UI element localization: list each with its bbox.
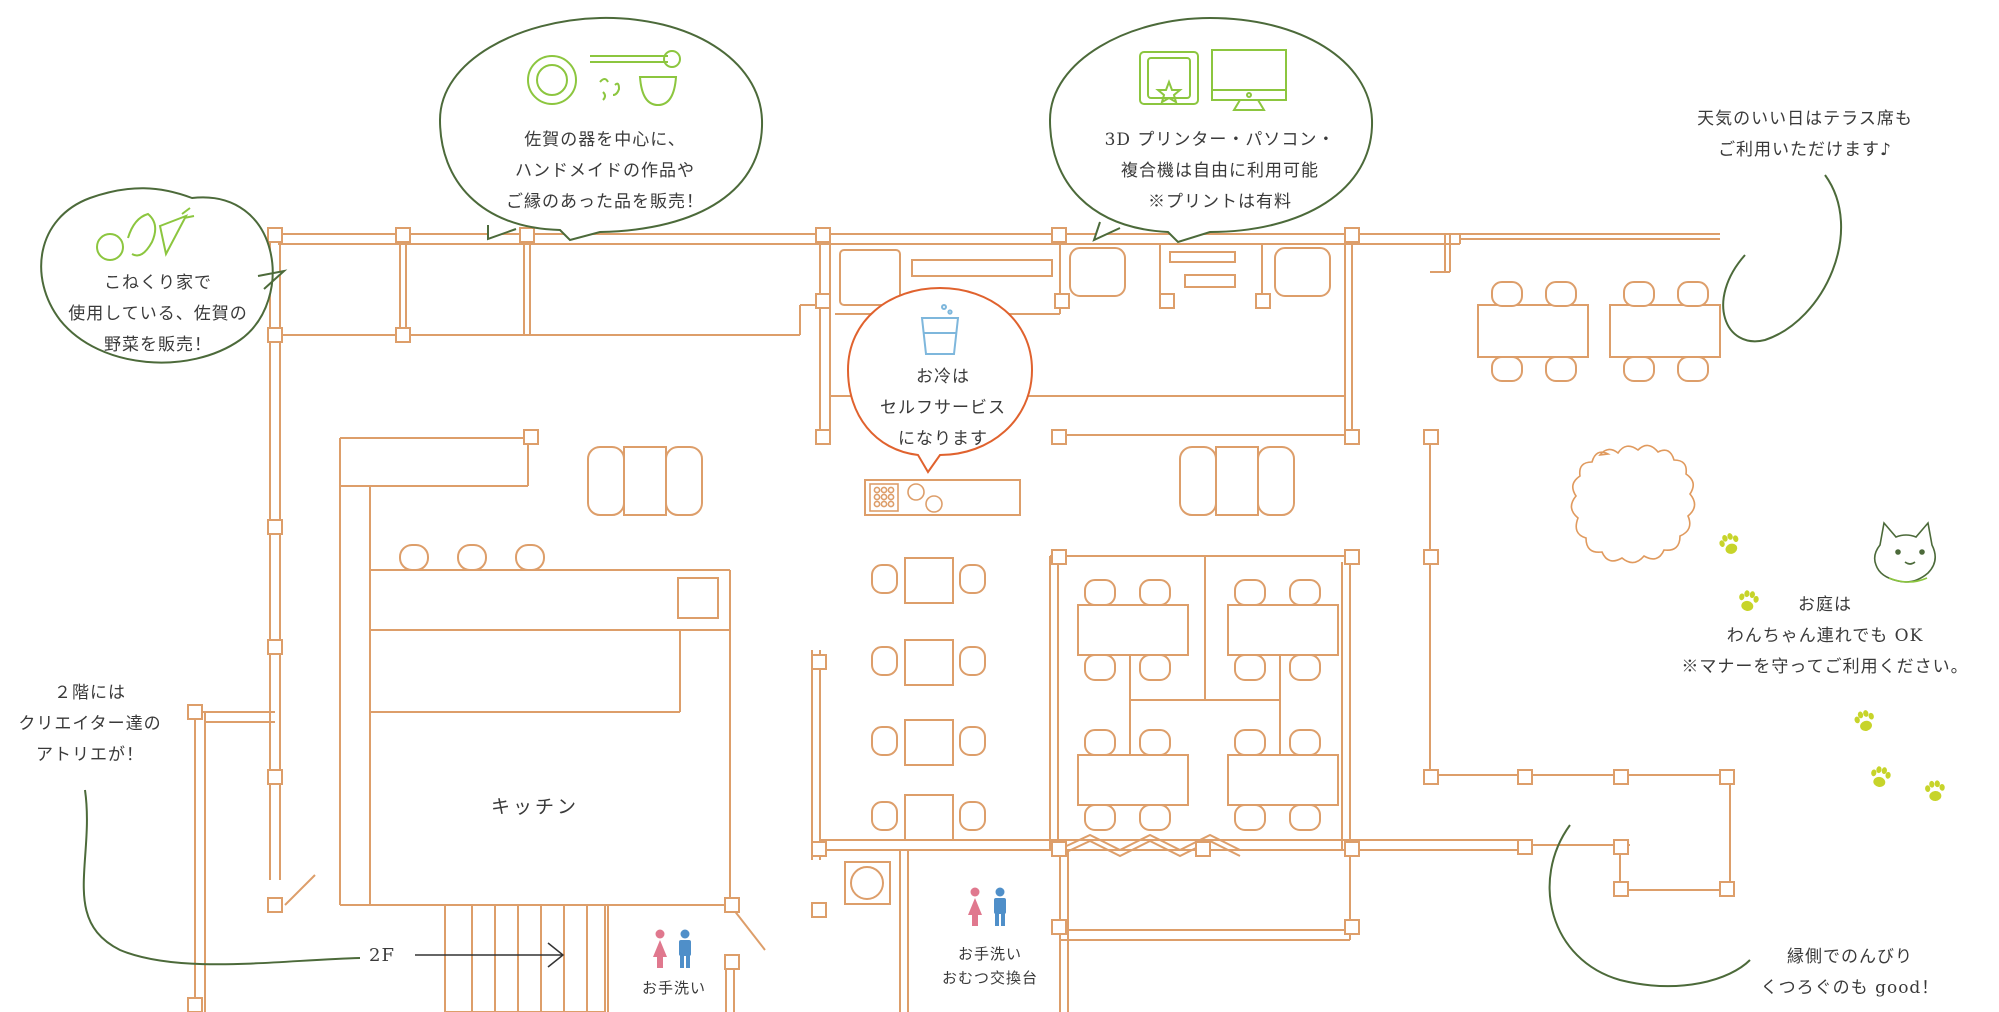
- bubble-printer-line: 複合機は自由に利用可能: [1121, 161, 1319, 181]
- restroom-right-label: お手洗い おむつ交換台: [920, 942, 1060, 990]
- water-glass-icon: [920, 304, 960, 355]
- bubble-printer-line: ※プリントは有料: [1148, 192, 1292, 212]
- note-atelier-line: アトリエが！: [36, 745, 144, 765]
- stairs-arrow: [415, 942, 565, 968]
- bubble-vegetables: [40, 187, 288, 364]
- bubble-tableware-line: ハンドメイドの作品や: [515, 161, 695, 181]
- bubble-water-line: お冷は: [916, 367, 970, 387]
- bubble-water: [846, 286, 1034, 474]
- note-engawa-line: くつろぐのも good！: [1760, 978, 1940, 998]
- curve-atelier: [82, 789, 361, 966]
- bubble-vegetables-text: こねくり家で 使用している、佐賀の 野菜を販売！: [48, 268, 268, 361]
- bubble-printer-line: 3D プリンター・パソコン・: [1104, 130, 1336, 150]
- water-station: [869, 483, 943, 513]
- note-atelier-line: クリエイター達の: [18, 714, 162, 734]
- curve-engawa: [1548, 824, 1751, 988]
- bubble-vegetables-line: 野菜を販売！: [104, 335, 212, 355]
- note-atelier: ２階には クリエイター達の アトリエが！: [0, 678, 180, 771]
- bubble-printer: [1048, 16, 1374, 244]
- bubble-vegetables-line: 使用している、佐賀の: [68, 304, 248, 324]
- bubble-vegetables-line: こねくり家で: [104, 273, 212, 293]
- kitchen-label: キッチン: [490, 796, 579, 818]
- restroom-right-line: おむつ交換台: [941, 969, 1038, 987]
- bubble-printer-text: 3D プリンター・パソコン・ 複合機は自由に利用可能 ※プリントは有料: [1070, 125, 1370, 218]
- note-garden-line: ※マナーを守ってご利用ください。: [1681, 657, 1969, 677]
- restroom-left-icon: [653, 929, 691, 968]
- stairs-label: 2F: [369, 945, 395, 966]
- tree-outline: [1570, 444, 1696, 564]
- note-garden-line: お庭は: [1798, 595, 1852, 615]
- tableware-icon: [527, 50, 681, 107]
- printer-computer-icon: [1139, 49, 1287, 111]
- note-garden-line: わんちゃん連れでも OK: [1726, 626, 1924, 646]
- restroom-right-line: お手洗い: [957, 945, 1022, 963]
- restroom-right-icon: [968, 887, 1006, 926]
- bubble-water-line: セルフサービス: [880, 398, 1006, 418]
- bubble-water-line: になります: [898, 429, 988, 449]
- bubble-water-text: お冷は セルフサービス になります: [858, 362, 1028, 455]
- restroom-left-label: お手洗い: [641, 979, 706, 997]
- furniture: [399, 247, 1721, 905]
- bubble-tableware-line: 佐賀の器を中心に、: [524, 130, 686, 150]
- bubble-tableware-text: 佐賀の器を中心に、 ハンドメイドの作品や ご縁のあった品を販売！: [460, 125, 750, 218]
- note-atelier-line: ２階には: [54, 683, 126, 703]
- note-terrace-line: 天気のいい日はテラス席も: [1697, 109, 1913, 129]
- note-terrace-line: ご利用いただけます♪: [1718, 140, 1892, 160]
- bubble-tableware: [438, 16, 764, 242]
- note-engawa-line: 縁側でのんびり: [1787, 947, 1913, 967]
- note-engawa: 縁側でのんびり くつろぐのも good！: [1740, 942, 1960, 1004]
- dog-icon: [1873, 521, 1936, 583]
- note-terrace: 天気のいい日はテラス席も ご利用いただけます♪: [1660, 104, 1950, 166]
- floor-plan-walls: [194, 233, 1731, 1012]
- pillars: [187, 227, 1735, 1012]
- note-garden: お庭は わんちゃん連れでも OK ※マナーを守ってご利用ください。: [1655, 590, 1995, 683]
- bubble-tableware-line: ご縁のあった品を販売！: [506, 192, 704, 212]
- vegetables-icon: [96, 207, 195, 261]
- curve-terrace: [1722, 174, 1842, 343]
